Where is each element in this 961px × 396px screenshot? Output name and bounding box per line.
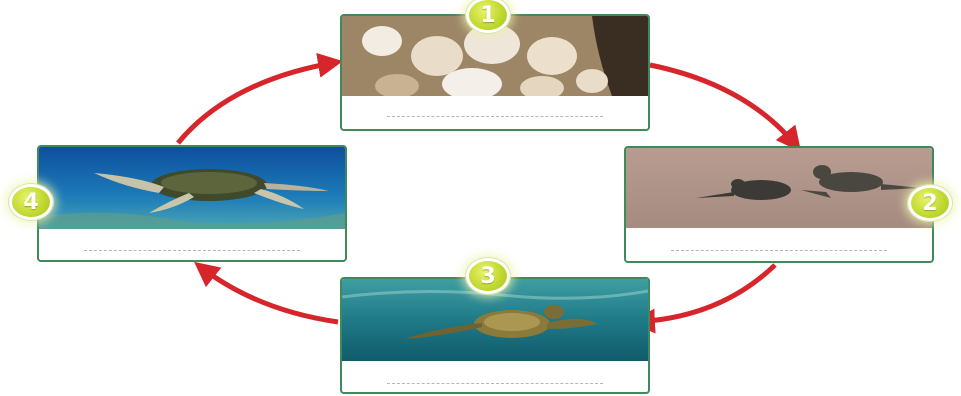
stage-card-2 <box>624 146 934 263</box>
arrow-2-to-3 <box>635 265 775 322</box>
arrow-1-to-2 <box>650 65 798 148</box>
stage-card-4 <box>37 145 347 262</box>
arrow-3-to-4 <box>198 265 338 322</box>
answer-line[interactable] <box>671 250 887 251</box>
answer-line[interactable] <box>387 116 603 117</box>
answer-line[interactable] <box>84 250 300 251</box>
stage-number-badge-3: 3 <box>466 258 510 294</box>
hatchlings-photo <box>626 148 932 228</box>
stage-card-3 <box>340 277 650 394</box>
answer-line[interactable] <box>387 383 603 384</box>
adult-turtle-photo <box>39 147 345 229</box>
stage-number-badge-4: 4 <box>9 184 53 220</box>
stage-number-badge-2: 2 <box>908 185 952 221</box>
arrow-4-to-1 <box>178 62 338 143</box>
